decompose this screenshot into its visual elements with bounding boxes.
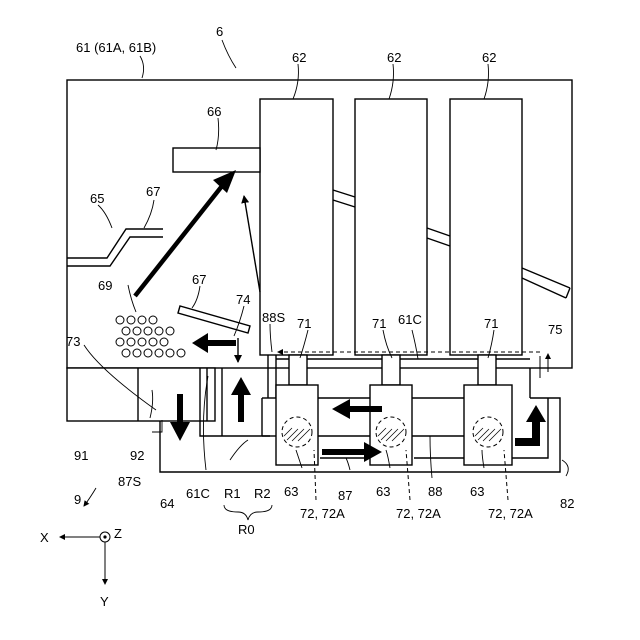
label-72-middle: 72, 72A <box>396 506 441 521</box>
label-62-middle: 62 <box>387 50 401 65</box>
label-73: 73 <box>66 334 80 349</box>
label-71-middle: 71 <box>372 316 386 331</box>
connector-71-middle <box>382 355 400 385</box>
label-61C-lower: 61C <box>186 486 210 501</box>
label-62-left: 62 <box>292 50 306 65</box>
label-61C-upper: 61C <box>398 312 422 327</box>
label-87: 87 <box>338 488 352 503</box>
connector-71-right <box>478 355 496 385</box>
label-82: 82 <box>560 496 574 511</box>
connector-71-left <box>289 355 307 385</box>
label-9: 9 <box>74 492 81 507</box>
label-R2: R2 <box>254 486 271 501</box>
axis-label-y: Y <box>100 594 109 609</box>
brace-R0 <box>224 505 272 520</box>
label-62-right: 62 <box>482 50 496 65</box>
label-92: 92 <box>130 448 144 463</box>
label-61: 61 (61A, 61B) <box>76 40 156 55</box>
label-87S: 87S <box>118 474 141 489</box>
label-75: 75 <box>548 322 562 337</box>
label-74: 74 <box>236 292 250 307</box>
label-67-lower: 67 <box>192 272 206 287</box>
label-66: 66 <box>207 104 221 119</box>
label-63-middle: 63 <box>376 484 390 499</box>
storage-box-9 <box>67 368 215 421</box>
label-63-right: 63 <box>470 484 484 499</box>
unit-63-right <box>464 385 512 465</box>
label-6: 6 <box>216 24 223 39</box>
label-63-left: 63 <box>284 484 298 499</box>
label-65: 65 <box>90 191 104 206</box>
label-72-right: 72, 72A <box>488 506 533 521</box>
label-64: 64 <box>160 496 174 511</box>
label-67-upper: 67 <box>146 184 160 199</box>
label-72-left: 72, 72A <box>300 506 345 521</box>
label-91: 91 <box>74 448 88 463</box>
label-69: 69 <box>98 278 112 293</box>
label-88S: 88S <box>262 310 285 325</box>
label-R1: R1 <box>224 486 241 501</box>
label-R0: R0 <box>238 522 255 537</box>
label-88: 88 <box>428 484 442 499</box>
axis-label-x: X <box>40 530 49 545</box>
axis-label-z: Z <box>114 526 122 541</box>
label-71-left: 71 <box>297 316 311 331</box>
label-71-right: 71 <box>484 316 498 331</box>
axes-indicator <box>60 532 110 584</box>
exhaust-66 <box>173 148 260 172</box>
